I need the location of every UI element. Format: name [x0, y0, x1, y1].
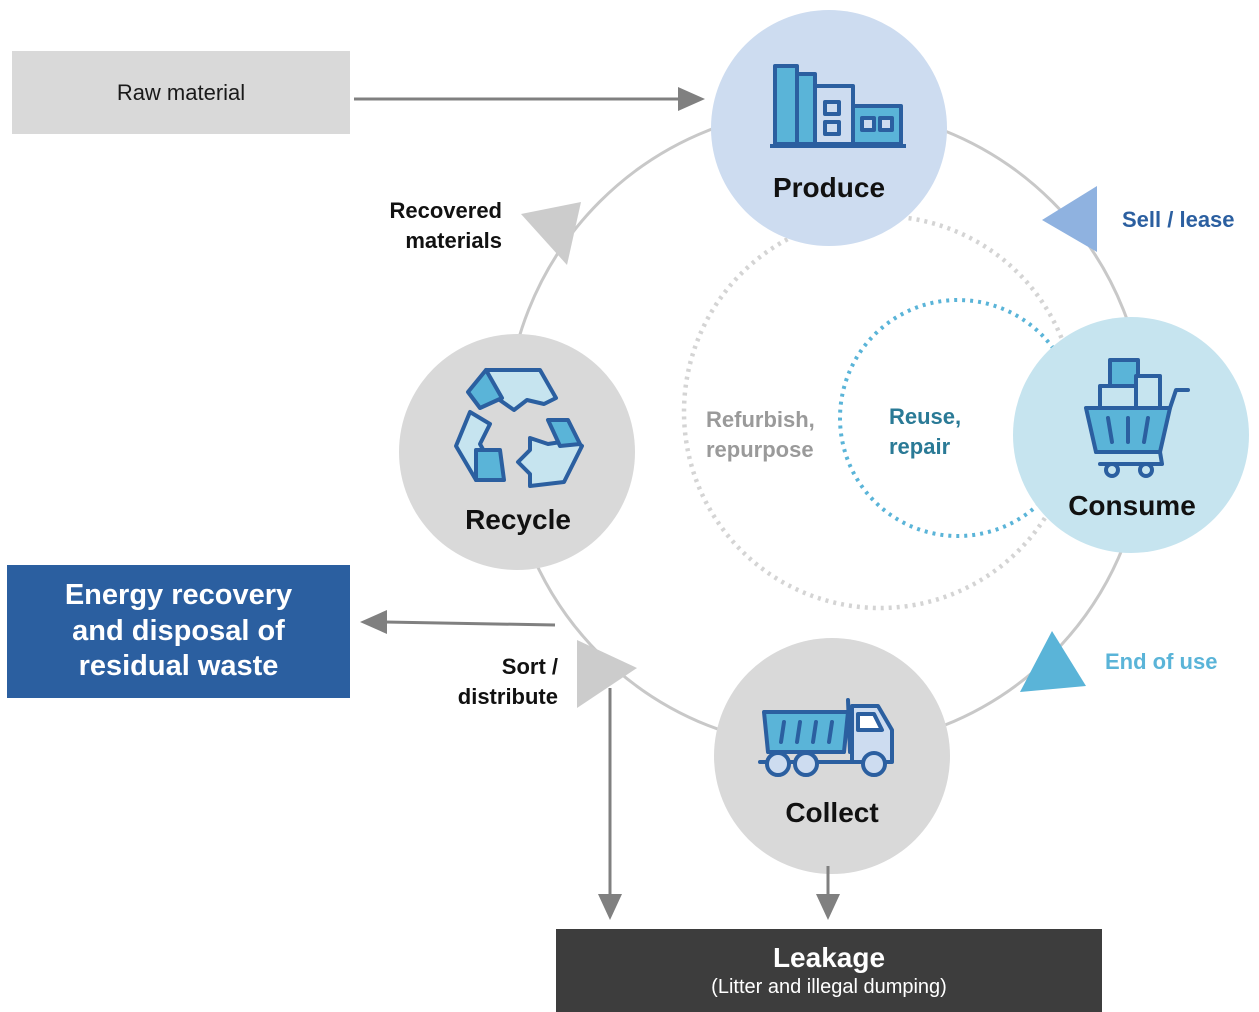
recovered-materials-line-1: Recovered	[389, 198, 502, 223]
energy-arrow-line	[384, 620, 556, 627]
energy-recovery-line-2: and disposal of	[72, 614, 285, 647]
sell-lease-arrow	[1042, 186, 1097, 252]
sort-distribute-line-1: Sort /	[501, 654, 558, 679]
raw-material-box: Raw material	[12, 51, 350, 134]
shopping-cart-icon	[1084, 358, 1190, 478]
consume-label: Consume	[1068, 490, 1196, 521]
energy-recovery-line-3: residual waste	[78, 650, 279, 683]
recovered-materials-line-2: materials	[405, 227, 502, 253]
collect-leakage-arrowhead	[816, 894, 840, 920]
sell-lease-label: Sell / lease	[1122, 207, 1235, 232]
sort-distribute-arrow	[577, 640, 637, 708]
end-of-use-label: End of use	[1105, 649, 1218, 674]
leakage-subtitle: (Litter and illegal dumping)	[711, 975, 947, 998]
reuse-label: Reuse, repair	[889, 402, 961, 461]
recycle-node	[399, 334, 635, 570]
energy-recovery-box: Energy recovery and disposal of residual…	[7, 565, 350, 698]
sort-leakage-arrowhead	[598, 894, 622, 920]
reuse-line-1: Reuse,	[889, 404, 962, 429]
sort-distribute-line-2: distribute	[457, 683, 558, 709]
collect-node	[714, 638, 950, 874]
energy-arrowhead	[360, 610, 387, 634]
collect-label: Collect	[785, 797, 879, 828]
recovered-materials-label: Recovered materials	[352, 196, 502, 255]
recycle-icon	[454, 368, 584, 488]
factory-icon	[770, 64, 906, 148]
leakage-box: Leakage (Litter and illegal dumping)	[556, 929, 1102, 1012]
sort-distribute-label: Sort / distribute	[420, 652, 558, 711]
leakage-title: Leakage	[772, 942, 886, 974]
reuse-line-2: repair	[889, 433, 951, 459]
raw-material-label: Raw material	[116, 79, 246, 105]
produce-label: Produce	[772, 172, 886, 203]
refurbish-line-2: repurpose	[706, 436, 814, 462]
refurbish-line-1: Refurbish,	[706, 407, 815, 432]
recovered-materials-arrow	[521, 202, 581, 265]
raw-material-arrowhead	[678, 87, 705, 111]
refurbish-label: Refurbish, repurpose	[706, 405, 815, 464]
end-of-use-arrow	[1020, 631, 1086, 692]
dump-truck-icon	[758, 698, 894, 777]
recycle-label: Recycle	[465, 504, 571, 535]
energy-recovery-line-1: Energy recovery	[64, 579, 293, 612]
